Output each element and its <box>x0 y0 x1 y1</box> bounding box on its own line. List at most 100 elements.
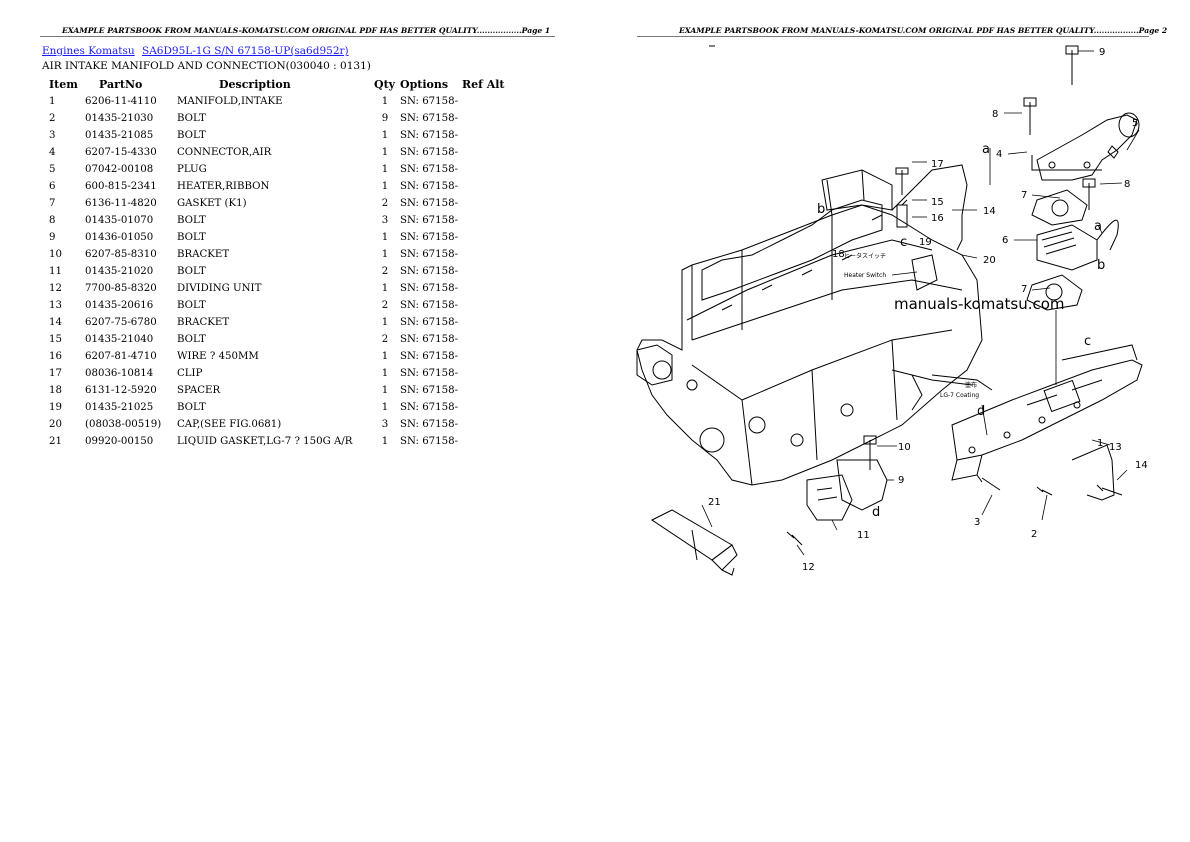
cell-ref-alt <box>462 229 505 246</box>
cell-description: WIRE ? 450MM <box>177 351 259 362</box>
cell-item: 5 <box>49 164 56 175</box>
cell-qty: 2 <box>381 334 389 345</box>
cell-qty: 2 <box>381 300 389 311</box>
breadcrumb-link-engines[interactable]: Engines Komatsu <box>42 45 135 57</box>
cell-qty: 1 <box>381 232 389 243</box>
watermark-text: manuals-komatsu.com <box>894 295 1065 313</box>
bracket-illustration <box>806 459 888 521</box>
cell-description: LIQUID GASKET,LG-7 ? 150G A/R <box>177 436 353 447</box>
cell-ref-alt <box>462 280 505 297</box>
cell-qty: 1 <box>381 368 389 379</box>
cell-description: BOLT <box>177 334 206 345</box>
cell-qty: 2 <box>381 266 389 277</box>
cell-options: SN: 67158- <box>400 385 459 396</box>
ref-letter-a1: a <box>982 142 990 157</box>
cell-description: GASKET (K1) <box>177 198 247 209</box>
cell-ref-alt <box>462 297 505 314</box>
cell-options: SN: 67158- <box>400 130 459 141</box>
cell-description: BOLT <box>177 232 206 243</box>
cell-ref-alt <box>462 144 505 161</box>
cell-options: SN: 67158- <box>400 232 459 243</box>
cell-description: DIVIDING UNIT <box>177 283 262 294</box>
cell-item: 8 <box>49 215 56 226</box>
cell-ref-alt <box>462 314 505 331</box>
page-header: EXAMPLE PARTSBOOK FROM MANUALS-KOMATSU.C… <box>679 26 1168 35</box>
ref-letter-c2: c <box>1084 334 1091 349</box>
cell-ref-alt <box>462 331 505 348</box>
cell-ref-alt <box>462 365 505 382</box>
cell-item: 11 <box>49 266 62 277</box>
cell-description: BOLT <box>177 266 206 277</box>
cell-ref-alt <box>462 127 505 144</box>
cell-qty: 1 <box>381 249 389 260</box>
section-title: AIR INTAKE MANIFOLD AND CONNECTION(03004… <box>42 60 371 72</box>
callout-7a: 7 <box>1021 190 1027 201</box>
cell-item: 17 <box>49 368 62 379</box>
note-coating: LG-7 Coating <box>940 392 979 399</box>
cell-item: 10 <box>49 249 62 260</box>
cell-ref-alt <box>462 348 505 365</box>
ref-letter-b2: b <box>1097 258 1105 273</box>
col-header-description: Description <box>219 78 291 91</box>
cell-partno: 6206-11-4110 <box>85 96 157 107</box>
cell-item: 3 <box>49 130 56 141</box>
breadcrumb: Engines Komatsu SA6D95L-1G S/N 67158-UP(… <box>42 45 349 57</box>
cell-item: 19 <box>49 402 62 413</box>
cell-description: BRACKET <box>177 317 230 328</box>
cell-partno: 7700-85-8320 <box>85 283 157 294</box>
cell-partno: 01435-21085 <box>85 130 154 141</box>
page-header: EXAMPLE PARTSBOOK FROM MANUALS-KOMATSU.C… <box>62 26 551 35</box>
note-heater-switch: Heater Switch <box>844 272 886 279</box>
cell-options: SN: 67158- <box>400 215 459 226</box>
cell-item: 16 <box>49 351 62 362</box>
cell-options: SN: 67158- <box>400 436 459 447</box>
breadcrumb-link-model[interactable]: SA6D95L-1G S/N 67158-UP(sa6d952r) <box>142 45 349 57</box>
cell-options: SN: 67158- <box>400 198 459 209</box>
cell-qty: 2 <box>381 198 389 209</box>
callout-11: 10 <box>898 442 911 453</box>
cell-ref-alt <box>462 246 505 263</box>
cell-description: BOLT <box>177 130 206 141</box>
callout-7b: 7 <box>1021 284 1027 295</box>
callout-4: 4 <box>996 149 1002 160</box>
cell-ref-alt <box>462 433 505 450</box>
cell-options: SN: 67158- <box>400 368 459 379</box>
ref-letter-a2: a <box>1094 219 1102 234</box>
cell-qty: 1 <box>381 96 389 107</box>
note-heater-switch-jp: ヒータスイッチ <box>844 252 886 260</box>
callout-20a: 18 <box>832 249 845 260</box>
cell-item: 21 <box>49 436 62 447</box>
cell-partno: 01435-01070 <box>85 215 154 226</box>
cell-options: SN: 67158- <box>400 419 459 430</box>
cell-qty: 1 <box>381 436 389 447</box>
cell-partno: 08036-10814 <box>85 368 154 379</box>
cell-partno: 01436-01050 <box>85 232 154 243</box>
cell-partno: 09920-00150 <box>85 436 154 447</box>
cell-item: 2 <box>49 113 56 124</box>
wire-illustration <box>891 164 968 251</box>
cell-description: BOLT <box>177 402 206 413</box>
ref-letter-d2: d <box>872 505 880 520</box>
exploded-parts-diagram: manuals-komatsu.com 9 8 4 5 7 8 6 7 17 1… <box>636 45 1148 576</box>
cell-partno: 01435-21030 <box>85 113 154 124</box>
cell-options: SN: 67158- <box>400 334 459 345</box>
cell-options: SN: 67158- <box>400 113 459 124</box>
cell-partno: 600-815-2341 <box>85 181 157 192</box>
cell-ref-alt <box>462 161 505 178</box>
gasket-illustration <box>1026 189 1088 311</box>
callout-5: 5 <box>1132 118 1138 129</box>
cell-partno: 6207-81-4710 <box>85 351 157 362</box>
cell-item: 15 <box>49 334 62 345</box>
cell-partno: 6207-75-6780 <box>85 317 157 328</box>
callout-10: 9 <box>898 475 904 486</box>
